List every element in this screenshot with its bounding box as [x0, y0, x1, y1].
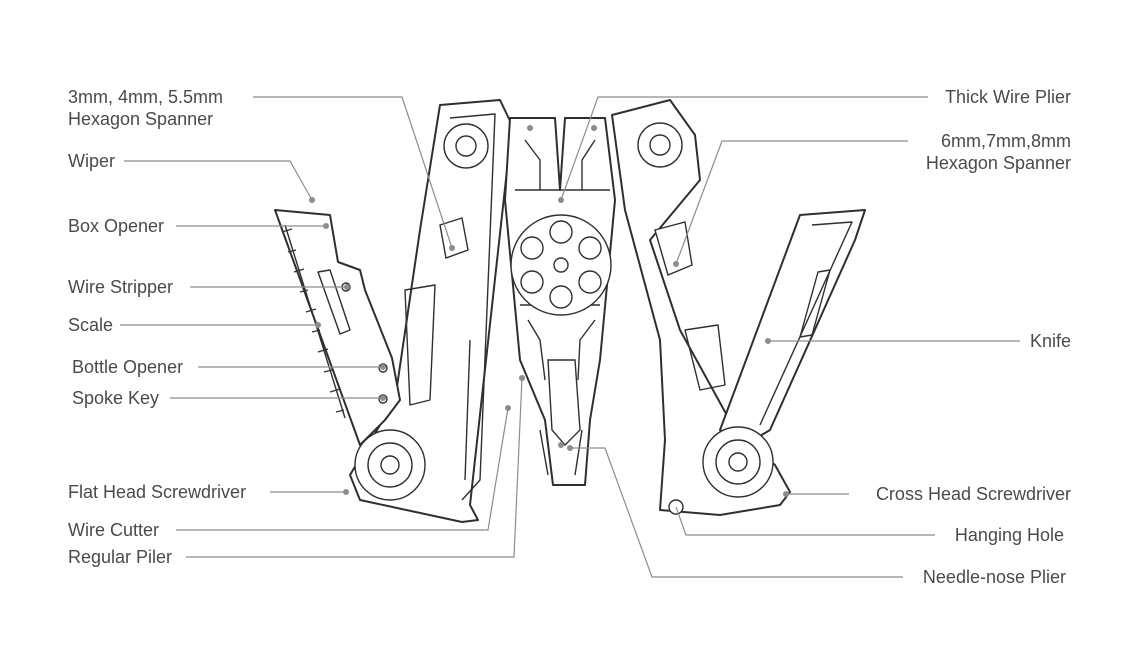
label-hex-spanner-large-line1: 6mm,7mm,8mm — [941, 131, 1071, 151]
label-hex-spanner-small-line2: Hexagon Spanner — [68, 109, 213, 129]
anchor-wiper — [309, 197, 315, 203]
label-hanging-hole: Hanging Hole — [955, 525, 1064, 545]
anchor-knife — [765, 338, 771, 344]
leader-hex-spanner-large — [675, 140, 908, 265]
left-handle — [349, 99, 513, 523]
leader-wiper — [124, 160, 313, 201]
leader-hanging-hole — [675, 506, 935, 536]
label-scale: Scale — [68, 315, 113, 335]
scale-blade — [274, 209, 401, 446]
label-thick-wire-plier: Thick Wire Plier — [945, 87, 1071, 107]
leader-regular-plier — [186, 377, 523, 558]
leader-needle-nose-plier — [570, 447, 903, 578]
labels-left: 3mm, 4mm, 5.5mm Hexagon Spanner Wiper Bo… — [68, 87, 246, 567]
label-box-opener: Box Opener — [68, 216, 164, 236]
leader-lines — [120, 96, 1020, 578]
anchor-spoke-key — [380, 395, 386, 401]
anchor-flat-head-screwdriver — [343, 489, 349, 495]
label-knife: Knife — [1030, 331, 1071, 351]
left-pivot — [354, 284, 436, 501]
anchor-thick-wire-plier — [558, 197, 564, 203]
anchor-bottle-opener — [380, 364, 386, 370]
anchor-wire-stripper — [344, 284, 350, 290]
anchor-needle-nose-plier — [567, 445, 573, 451]
label-wire-stripper: Wire Stripper — [68, 277, 173, 297]
label-spoke-key: Spoke Key — [72, 388, 159, 408]
anchor-wire-cutter — [505, 405, 511, 411]
label-hex-spanner-large-line2: Hexagon Spanner — [926, 153, 1071, 173]
right-handle — [611, 99, 791, 516]
label-bottle-opener: Bottle Opener — [72, 357, 183, 377]
anchor-hex-spanner-large — [673, 261, 679, 267]
label-regular-plier: Regular Piler — [68, 547, 172, 567]
knife-blade — [719, 209, 866, 446]
label-wiper: Wiper — [68, 151, 115, 171]
label-wire-cutter: Wire Cutter — [68, 520, 159, 540]
anchor-scale — [315, 322, 321, 328]
label-hex-spanner-small-line1: 3mm, 4mm, 5.5mm — [68, 87, 223, 107]
label-cross-head-screwdriver: Cross Head Screwdriver — [876, 484, 1071, 504]
right-pivot — [702, 426, 774, 498]
label-needle-nose-plier: Needle-nose Plier — [923, 567, 1066, 587]
multitool-illustration — [274, 99, 866, 523]
anchor-cross-head-screwdriver — [783, 491, 789, 497]
anchor-regular-plier — [519, 375, 525, 381]
plier-body — [504, 117, 616, 486]
leader-thick-wire-plier — [560, 96, 928, 201]
anchor-hex-spanner-small — [449, 245, 455, 251]
anchor-box-opener — [323, 223, 329, 229]
leader-hex-spanner-small — [253, 96, 453, 249]
labels-right: Thick Wire Plier 6mm,7mm,8mm Hexagon Spa… — [876, 87, 1071, 587]
leader-wire-cutter — [176, 407, 509, 531]
label-flat-head-screwdriver: Flat Head Screwdriver — [68, 482, 246, 502]
